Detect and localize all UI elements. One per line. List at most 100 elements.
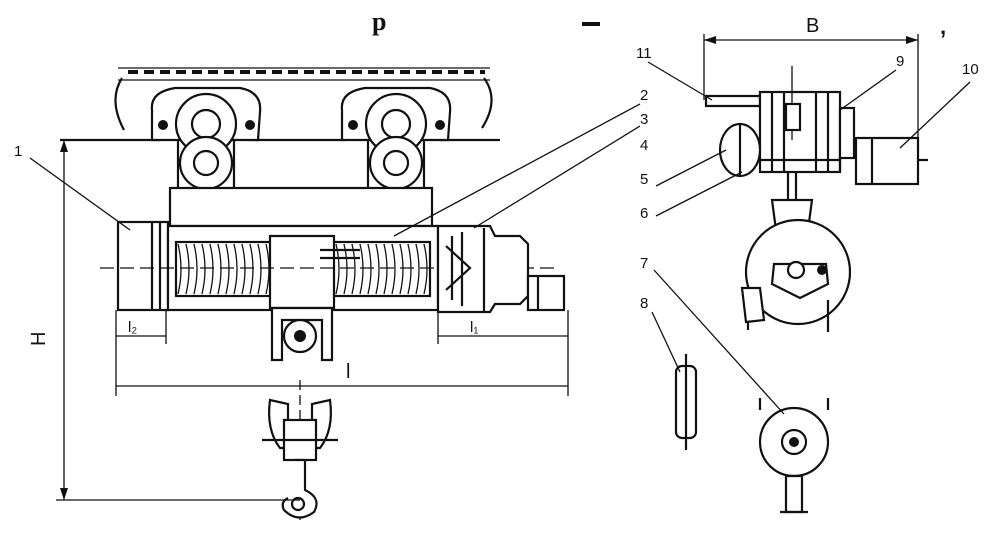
rope-winding <box>383 243 388 295</box>
leader-2 <box>393 103 641 237</box>
side-trolley-base <box>760 158 842 172</box>
rope-winding <box>351 243 356 295</box>
rope-winding <box>225 243 230 295</box>
right-trolley <box>340 86 452 214</box>
leader-8 <box>651 311 681 373</box>
right-trolley-side-plates <box>366 140 426 188</box>
rope-winding <box>233 243 238 295</box>
leader-11 <box>647 61 713 101</box>
rope-winding <box>423 243 428 295</box>
left-trolley-lower-hub <box>192 149 220 177</box>
connecting-plate <box>168 186 434 228</box>
dim-l1-line <box>437 310 568 344</box>
rope-winding <box>391 243 396 295</box>
leader-3 <box>473 125 641 229</box>
rope-winding <box>367 243 372 295</box>
gearbox-cone <box>445 245 472 291</box>
guide-bars <box>320 248 360 260</box>
rope-winding <box>185 243 190 295</box>
dim-l2-line <box>116 310 167 344</box>
callout-7: 7 <box>640 255 648 272</box>
runway-beam-left-curve <box>114 77 125 131</box>
rope-winding <box>415 243 420 295</box>
dim-l1-label: l₁ <box>470 319 478 336</box>
callout-6: 6 <box>640 205 648 222</box>
hook-eye <box>290 496 306 512</box>
callout-9: 9 <box>896 53 904 70</box>
left-trolley-bolt-b <box>245 120 255 130</box>
left-trolley-side-plates <box>176 140 236 188</box>
hook-block-axle <box>294 330 306 342</box>
gearbox-ribs <box>450 228 486 312</box>
rope-winding <box>335 243 340 295</box>
gearbox-motor <box>526 274 566 312</box>
left-trolley-bolt-a <box>158 120 168 130</box>
leader-5 <box>655 149 727 187</box>
rope-winding <box>201 243 206 295</box>
side-drum-hub <box>786 260 806 280</box>
rope-winding <box>257 243 262 295</box>
side-drive-coupling <box>838 106 856 160</box>
dim-l-extents <box>115 310 569 396</box>
right-trolley-bolt-b <box>435 120 445 130</box>
callout-8: 8 <box>640 295 648 312</box>
side-hook-shank <box>784 474 804 514</box>
side-limit-switch <box>740 286 766 324</box>
runway-beam-right-curve <box>481 77 493 129</box>
caption-fragment: p <box>372 7 386 36</box>
left-trolley <box>150 86 262 214</box>
side-sheave-ears <box>758 398 830 410</box>
side-drive-motor-lines <box>870 138 928 184</box>
front-view: H l l₂ l₁ 1 2 3 4 <box>14 67 648 520</box>
dim-l2-label: l₂ <box>128 319 137 336</box>
side-drum-plate <box>770 262 830 300</box>
rope-winding <box>407 243 412 295</box>
dim-B-arrow-right <box>906 36 918 44</box>
beam-flange <box>704 94 762 108</box>
leader-10 <box>899 81 971 149</box>
gearbox-assembly <box>436 224 566 314</box>
caption-comma: , <box>940 14 946 39</box>
rope-winding <box>359 243 364 295</box>
dim-H-label: H <box>28 332 50 346</box>
rope-winding <box>177 243 182 295</box>
rope-winding <box>241 243 246 295</box>
side-drum-bolt <box>817 265 827 275</box>
lower-hook <box>262 380 338 520</box>
hook-block-frame <box>270 306 334 362</box>
leader-9 <box>839 69 897 111</box>
side-trolley-axle <box>784 102 802 132</box>
drum-center-guide <box>268 234 336 310</box>
right-trolley-wheel-hub <box>380 108 412 140</box>
rope-winding <box>343 243 348 295</box>
drum-hook-block <box>270 306 334 362</box>
end-motor-flange <box>150 222 162 310</box>
side-sheave-axle <box>789 437 799 447</box>
side-hook-block <box>758 398 830 514</box>
dim-H-arrow-bottom <box>60 488 68 500</box>
callout-10: 10 <box>962 61 979 78</box>
rope-windings <box>177 243 428 295</box>
rope-winding <box>249 243 254 295</box>
rope-winding <box>217 243 222 295</box>
callout-4: 4 <box>640 137 648 154</box>
right-trolley-bolt-a <box>348 120 358 130</box>
rope-winding <box>375 243 380 295</box>
dim-H-arrow-top <box>60 140 68 152</box>
side-hanger <box>786 172 798 200</box>
dim-B-arrow-left <box>704 36 716 44</box>
side-drive-motor <box>854 136 920 186</box>
leader-7 <box>653 269 785 415</box>
side-view: B <box>636 15 979 514</box>
caption-dash <box>582 22 600 26</box>
dimensions-front: H l l₂ l₁ <box>28 140 569 501</box>
right-trolley-lower-hub <box>382 149 410 177</box>
rope-winding <box>193 243 198 295</box>
rope-winding <box>399 243 404 295</box>
rope-guide <box>674 354 698 450</box>
leader-1 <box>29 157 131 231</box>
dim-B-label: B <box>806 15 819 37</box>
callout-2: 2 <box>640 87 648 104</box>
